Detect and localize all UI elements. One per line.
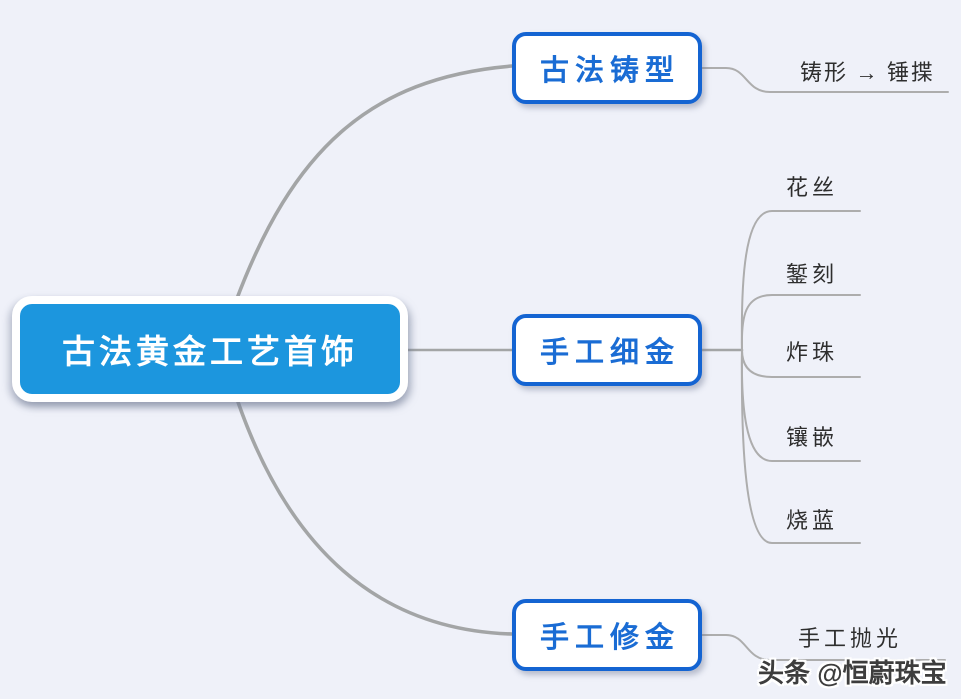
leaf-topic-chasing[interactable]: 錾刻 [785,262,838,287]
toutiao-watermark: 头条 @恒蔚珠宝 [758,658,947,688]
branch-label: 古法铸型 [539,55,680,87]
root-topic-node[interactable]: 古法黄金工艺首饰 [12,296,408,402]
branch-node-hand-fine-gold[interactable]: 手工细金 [512,314,702,386]
leaf-topic-casting-hammering[interactable]: 铸形 → 锤揲 [799,60,935,85]
leaf-topic-hand-polishing[interactable]: 手工抛光 [797,626,902,651]
connector-branch-2-leaf-1 [740,210,861,351]
leaf-topic-granulation[interactable]: 炸珠 [785,340,838,365]
root-topic-label: 古法黄金工艺首饰 [62,335,358,371]
connector-root-to-branch-1 [234,64,514,303]
connector-branch-2-leaf-2 [740,294,861,351]
connector-root-to-branch-3 [236,400,514,636]
connector-branch-1-leaf [699,67,949,93]
leaf-topic-filigree[interactable]: 花丝 [785,175,838,200]
branch-node-hand-finishing[interactable]: 手工修金 [512,599,702,671]
connector-branch-3-leaf [699,634,946,661]
leaf-topic-inlay[interactable]: 镶嵌 [785,425,838,450]
branch-label: 手工细金 [539,337,680,369]
connector-branch-2-leaf-5 [740,349,861,544]
branch-node-ancient-casting[interactable]: 古法铸型 [512,32,702,104]
leaf-topic-enameling[interactable]: 烧蓝 [785,508,838,533]
branch-label: 手工修金 [539,622,680,654]
